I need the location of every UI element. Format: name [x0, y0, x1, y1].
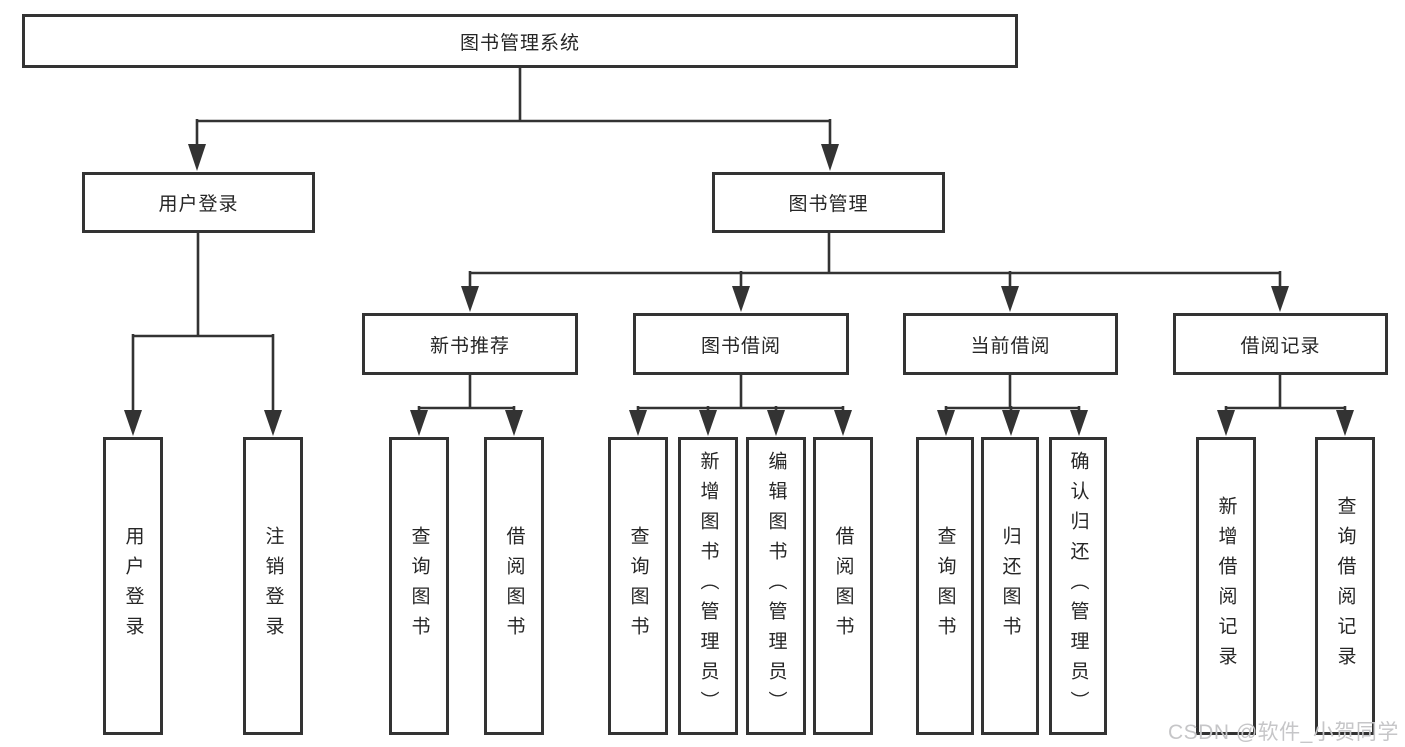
node-new-book-recommend-label: 新书推荐 [429, 335, 510, 357]
leaf-query-books-recommend: 查询图书 [389, 437, 449, 735]
node-root-library-system: 图书管理系统 [22, 14, 1018, 68]
node-root-label: 图书管理系统 [459, 32, 580, 54]
leaf-add-borrow-record-label: 新增借阅记录 [1215, 496, 1237, 676]
leaf-borrow-books: 借阅图书 [813, 437, 873, 735]
leaf-query-borrow-record: 查询借阅记录 [1315, 437, 1375, 735]
node-book-borrowing-label: 图书借阅 [700, 335, 781, 357]
node-borrowing-records-label: 借阅记录 [1240, 335, 1321, 357]
leaf-query-books-borrowing: 查询图书 [608, 437, 668, 735]
node-borrowing-records: 借阅记录 [1173, 313, 1388, 375]
leaf-query-books-borrowing-label: 查询图书 [627, 526, 649, 646]
leaf-user-login: 用户登录 [103, 437, 163, 735]
leaf-confirm-return-admin: 确认归还（管理员） [1049, 437, 1107, 735]
node-current-borrowing: 当前借阅 [903, 313, 1118, 375]
leaf-confirm-return-admin-label: 确认归还（管理员） [1067, 451, 1089, 721]
node-user-login-label: 用户登录 [158, 194, 239, 215]
leaf-logout-label: 注销登录 [262, 526, 284, 646]
leaf-edit-books-admin-label: 编辑图书（管理员） [765, 451, 787, 721]
leaf-query-books-current: 查询图书 [916, 437, 974, 735]
node-book-management-label: 图书管理 [788, 194, 869, 215]
leaf-add-books-admin: 新增图书（管理员） [678, 437, 738, 735]
node-user-login: 用户登录 [82, 172, 315, 233]
leaf-edit-books-admin: 编辑图书（管理员） [746, 437, 806, 735]
leaf-user-login-label: 用户登录 [122, 526, 144, 646]
node-book-borrowing: 图书借阅 [633, 313, 849, 375]
leaf-borrow-books-recommend-label: 借阅图书 [503, 526, 525, 646]
leaf-borrow-books-recommend: 借阅图书 [484, 437, 544, 735]
leaf-return-books: 归还图书 [981, 437, 1039, 735]
leaf-query-books-current-label: 查询图书 [934, 526, 956, 646]
leaf-logout: 注销登录 [243, 437, 303, 735]
leaf-query-borrow-record-label: 查询借阅记录 [1334, 496, 1356, 676]
leaf-add-books-admin-label: 新增图书（管理员） [697, 451, 719, 721]
leaf-borrow-books-label: 借阅图书 [832, 526, 854, 646]
csdn-watermark: CSDN @软件_小贺同学 [1168, 721, 1399, 744]
leaf-add-borrow-record: 新增借阅记录 [1196, 437, 1256, 735]
leaf-return-books-label: 归还图书 [999, 526, 1021, 646]
node-current-borrowing-label: 当前借阅 [970, 335, 1051, 357]
leaf-query-books-recommend-label: 查询图书 [408, 526, 430, 646]
node-new-book-recommend: 新书推荐 [362, 313, 578, 375]
node-book-management: 图书管理 [712, 172, 945, 233]
